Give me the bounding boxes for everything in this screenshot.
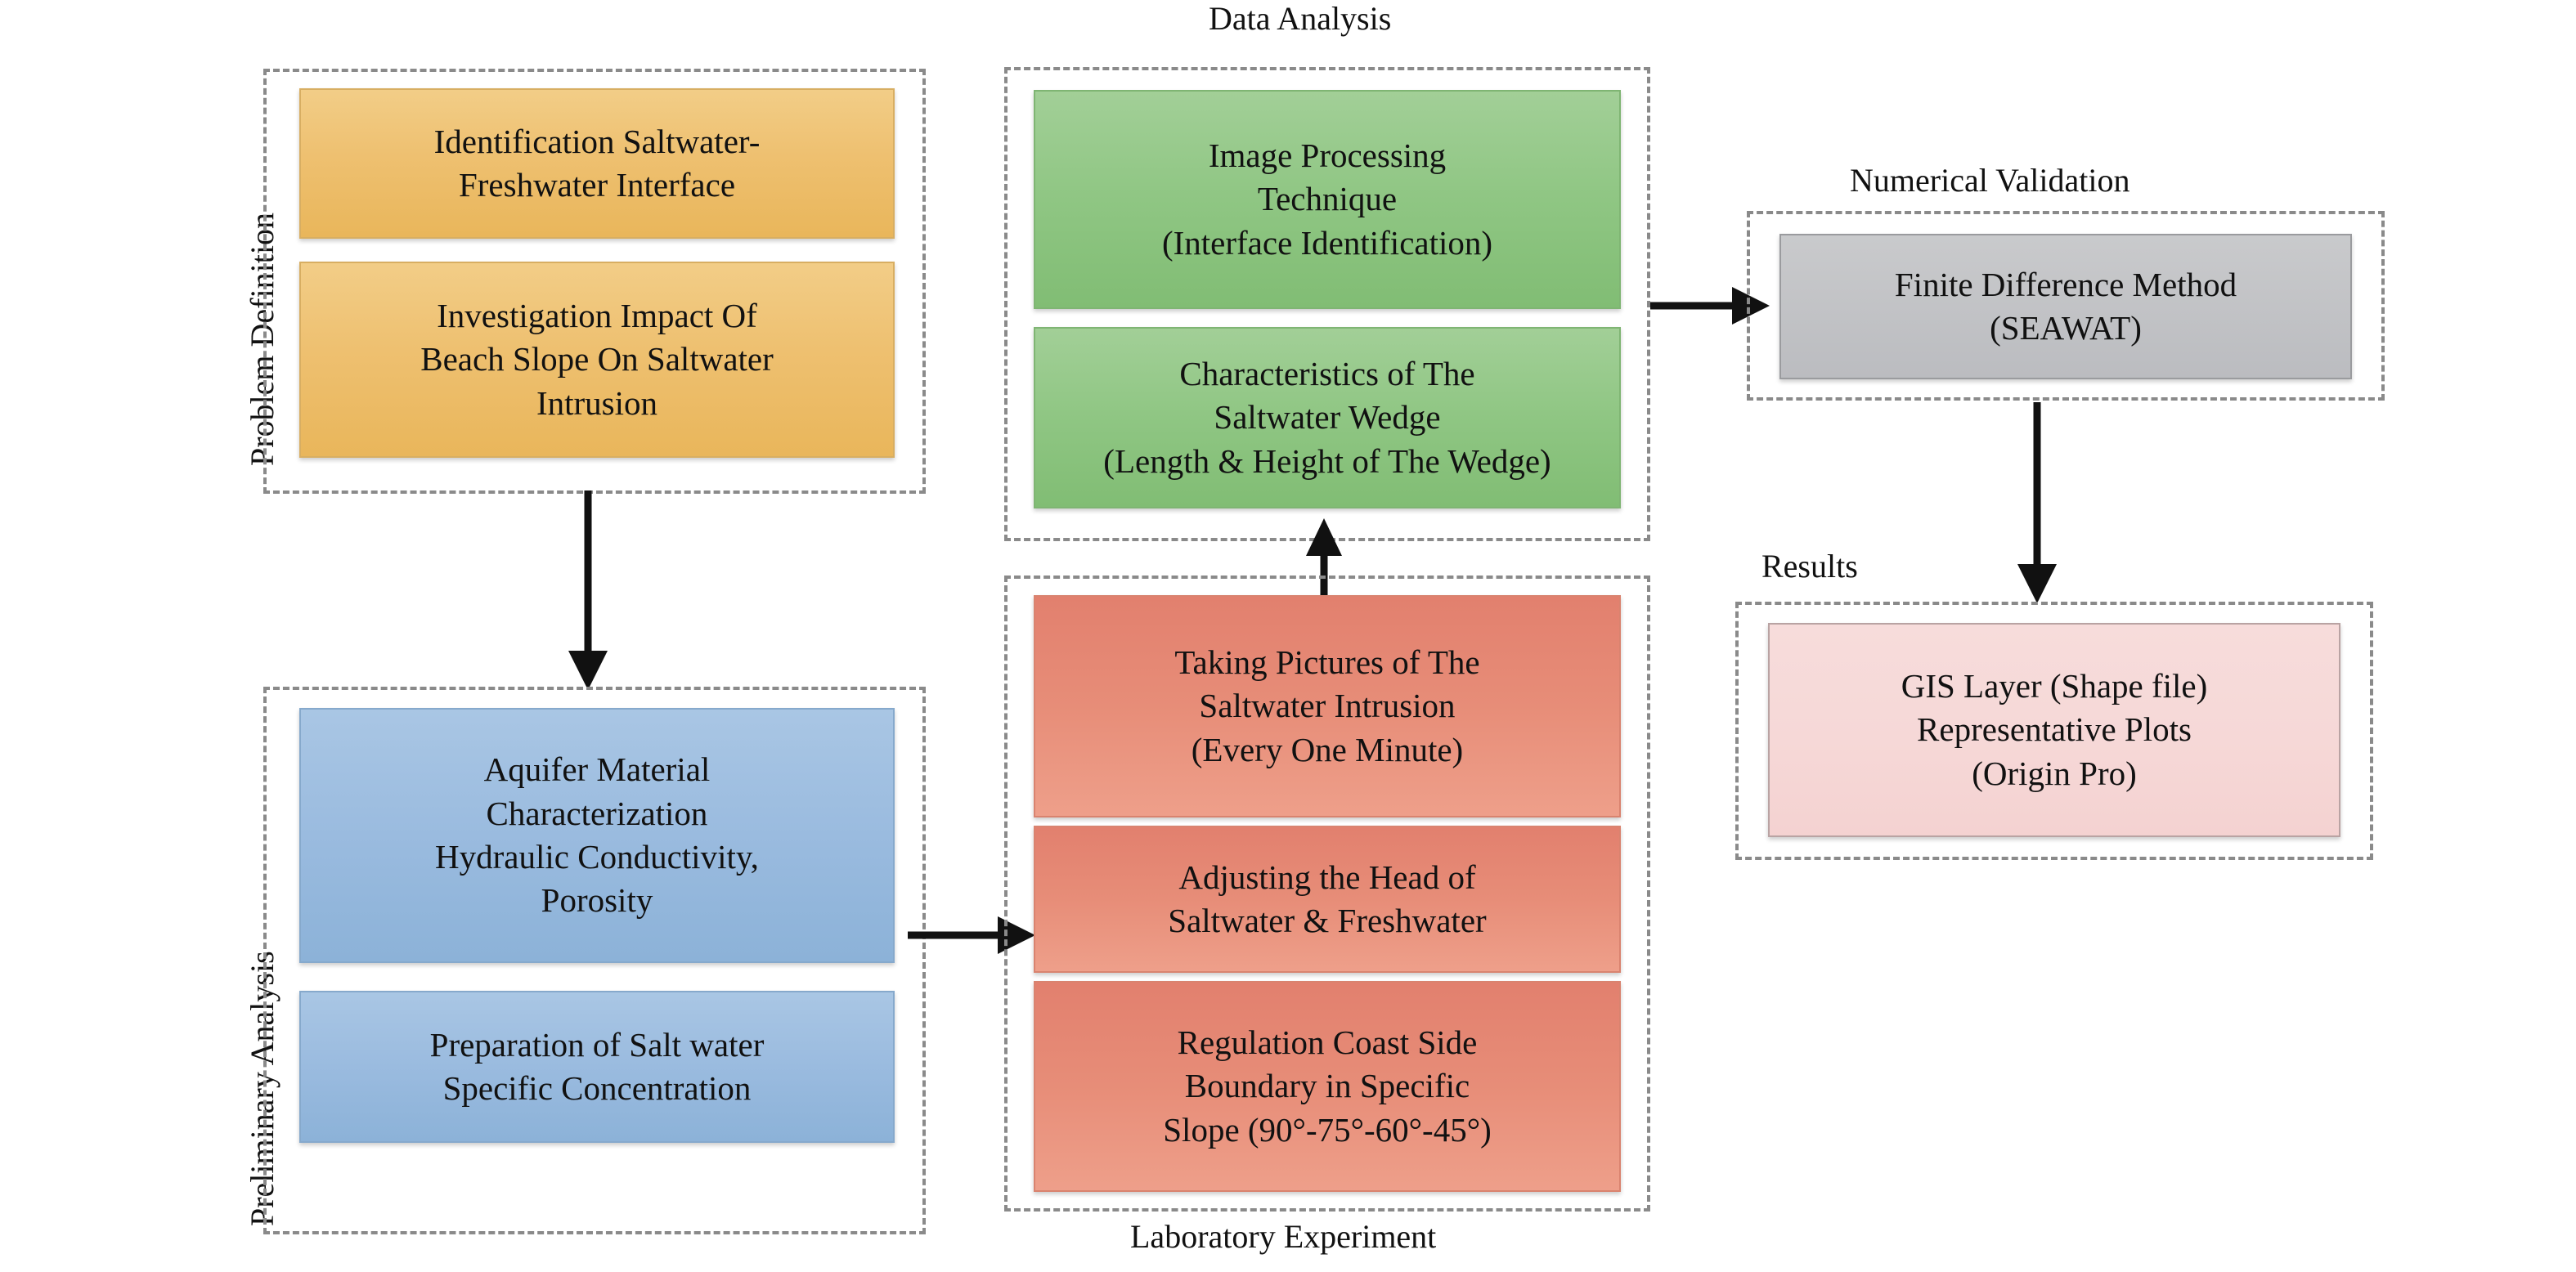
- node-image-processing[interactable]: Image Processing Technique (Interface Id…: [1034, 90, 1621, 309]
- node-adjusting-head[interactable]: Adjusting the Head of Saltwater & Freshw…: [1034, 826, 1621, 973]
- arrow-numerical-to-results: [2013, 402, 2062, 607]
- node-regulation-coast[interactable]: Regulation Coast Side Boundary in Specif…: [1034, 981, 1621, 1192]
- arrow-problem-to-preliminary: [564, 490, 613, 695]
- group-caption-numerical-validation: Numerical Validation: [1850, 162, 2130, 199]
- group-results: [1735, 602, 2373, 860]
- node-identification-interface[interactable]: Identification Saltwater- Freshwater Int…: [299, 88, 895, 239]
- node-wedge-characteristics[interactable]: Characteristics of The Saltwater Wedge (…: [1034, 327, 1621, 508]
- group-caption-results: Results: [1761, 548, 1858, 584]
- group-caption-data-analysis: Data Analysis: [1209, 0, 1392, 37]
- group-caption-laboratory-experiment: Laboratory Experiment: [1130, 1218, 1437, 1255]
- node-aquifer-material[interactable]: Aquifer Material Characterization Hydrau…: [299, 708, 895, 963]
- arrow-laboratory-to-data-analysis: [1300, 517, 1349, 607]
- node-preparation-saltwater[interactable]: Preparation of Salt water Specific Conce…: [299, 991, 895, 1143]
- node-gis-layer[interactable]: GIS Layer (Shape file) Representative Pl…: [1768, 623, 2340, 837]
- group-preliminary-analysis: [263, 687, 926, 1234]
- node-taking-pictures[interactable]: Taking Pictures of The Saltwater Intrusi…: [1034, 595, 1621, 817]
- group-problem-definition: [263, 69, 926, 494]
- group-numerical-validation: [1747, 211, 2385, 401]
- node-investigation-impact[interactable]: Investigation Impact Of Beach Slope On S…: [299, 262, 895, 458]
- group-laboratory-experiment: [1004, 576, 1650, 1212]
- arrow-data-analysis-to-numerical: [1650, 282, 1773, 331]
- node-finite-difference[interactable]: Finite Difference Method (SEAWAT): [1779, 234, 2352, 379]
